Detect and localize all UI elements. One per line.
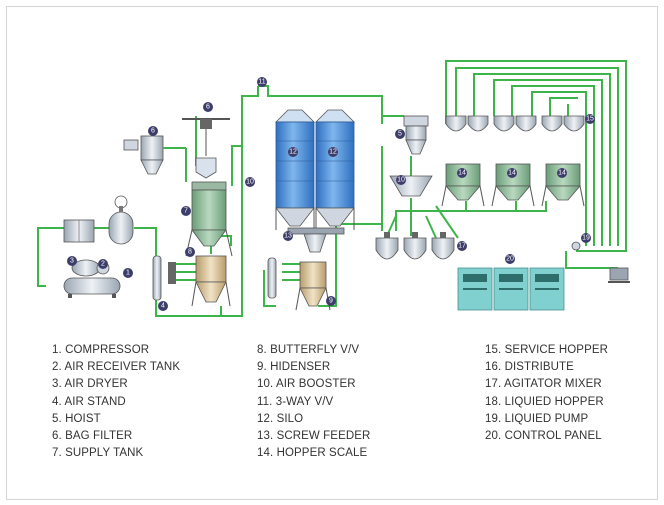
svg-text:6: 6 bbox=[206, 104, 210, 111]
legend-item: 14. HOPPER SCALE bbox=[257, 447, 368, 460]
svg-text:5: 5 bbox=[398, 131, 402, 138]
svg-text:14: 14 bbox=[558, 170, 566, 177]
marker-3: 3 bbox=[67, 256, 77, 266]
service-hoppers bbox=[445, 115, 585, 132]
marker-9: 9 bbox=[326, 296, 336, 306]
marker-2: 2 bbox=[98, 259, 108, 269]
svg-text:2: 2 bbox=[101, 261, 105, 268]
svg-text:12: 12 bbox=[329, 149, 337, 156]
svg-text:17: 17 bbox=[458, 243, 466, 250]
legend-item: 4. AIR STAND bbox=[52, 395, 126, 408]
legend-item: 13. SCREW FEEDER bbox=[257, 430, 371, 443]
svg-text:7: 7 bbox=[184, 208, 188, 215]
legend-item: 9. HIDENSER bbox=[257, 361, 331, 374]
silo-left bbox=[275, 109, 315, 230]
marker-6b: 6 bbox=[148, 126, 158, 136]
legend-item: 11. 3-WAY V/V bbox=[257, 395, 334, 408]
legend-column-2: 8. BUTTERFLY V/V 9. HIDENSER 10. AIR BOO… bbox=[257, 342, 370, 462]
marker-5: 5 bbox=[395, 129, 405, 139]
liquid-pump bbox=[571, 241, 630, 283]
legend-column-1: 1. COMPRESSOR 2. AIR RECEIVER TANK 3. AI… bbox=[52, 342, 180, 462]
svg-text:19: 19 bbox=[582, 235, 590, 242]
legend-item: 5. HOIST bbox=[52, 412, 101, 425]
marker-14c: 14 bbox=[557, 168, 567, 178]
marker-6a: 6 bbox=[203, 102, 213, 112]
svg-text:13: 13 bbox=[284, 233, 292, 240]
silo-right bbox=[315, 109, 355, 230]
hidenser-right bbox=[267, 257, 331, 311]
legend-item: 15. SERVICE HOPPER bbox=[485, 344, 609, 356]
marker-13: 13 bbox=[283, 231, 293, 241]
svg-text:12: 12 bbox=[289, 149, 297, 156]
supply-tank bbox=[185, 181, 233, 257]
legend-item: 18. LIQUIED HOPPER bbox=[485, 395, 604, 408]
svg-text:6: 6 bbox=[151, 128, 155, 135]
legend-item: 12. SILO bbox=[257, 412, 304, 425]
marker-7: 7 bbox=[181, 206, 191, 216]
marker-8: 8 bbox=[185, 247, 195, 257]
marker-17: 17 bbox=[457, 241, 467, 251]
legend-item: 7. SUPPLY TANK bbox=[52, 447, 144, 460]
marker-14a: 14 bbox=[457, 168, 467, 178]
marker-10b: 10 bbox=[396, 175, 406, 185]
marker-20: 20 bbox=[505, 254, 515, 264]
svg-text:1: 1 bbox=[126, 270, 130, 277]
marker-11: 11 bbox=[257, 77, 267, 87]
control-panel bbox=[457, 267, 565, 311]
legend-item: 8. BUTTERFLY V/V bbox=[257, 344, 360, 356]
svg-text:8: 8 bbox=[188, 249, 192, 256]
svg-text:9: 9 bbox=[329, 298, 333, 305]
legend-item: 16. DISTRIBUTE bbox=[485, 361, 574, 374]
agitator-mixers bbox=[375, 232, 455, 260]
legend-item: 10. AIR BOOSTER bbox=[257, 378, 356, 391]
bag-filter-left bbox=[123, 135, 187, 182]
diagram-frame bbox=[6, 6, 658, 500]
number-markers: 1 2 3 4 5 6 6 7 8 9 10 10 11 12 12 13 14… bbox=[67, 77, 595, 311]
legend-item: 20. CONTROL PANEL bbox=[485, 430, 602, 443]
marker-1: 1 bbox=[123, 268, 133, 278]
hidenser-left bbox=[191, 255, 231, 307]
legend-item: 3. AIR DRYER bbox=[52, 378, 128, 391]
svg-text:10: 10 bbox=[246, 179, 254, 186]
marker-12b: 12 bbox=[328, 147, 338, 157]
air-stand bbox=[152, 255, 176, 301]
svg-text:4: 4 bbox=[161, 303, 165, 310]
legend-item: 1. COMPRESSOR bbox=[52, 344, 150, 356]
svg-text:14: 14 bbox=[508, 170, 516, 177]
svg-text:15: 15 bbox=[586, 116, 594, 123]
legend-item: 2. AIR RECEIVER TANK bbox=[52, 361, 181, 374]
svg-text:3: 3 bbox=[70, 258, 74, 265]
legend-item: 17. AGITATOR MIXER bbox=[485, 378, 602, 391]
hoist bbox=[182, 118, 230, 179]
svg-text:10: 10 bbox=[397, 177, 405, 184]
marker-12a: 12 bbox=[288, 147, 298, 157]
marker-19: 19 bbox=[581, 233, 591, 243]
process-flow-diagram: 1 2 3 4 5 6 6 7 8 9 10 10 11 12 12 13 14… bbox=[37, 60, 630, 317]
svg-text:11: 11 bbox=[258, 79, 265, 86]
marker-10a: 10 bbox=[245, 177, 255, 187]
marker-4: 4 bbox=[158, 301, 168, 311]
screw-feeder bbox=[287, 227, 345, 253]
legend-column-3: 15. SERVICE HOPPER 16. DISTRIBUTE 17. AG… bbox=[485, 342, 608, 445]
marker-14b: 14 bbox=[507, 168, 517, 178]
legend-item: 6. BAG FILTER bbox=[52, 430, 133, 443]
marker-15: 15 bbox=[585, 114, 595, 124]
compressor bbox=[63, 259, 121, 298]
air-receiver-tank bbox=[108, 195, 134, 245]
pipe-network bbox=[37, 60, 627, 317]
bag-filter-right bbox=[403, 115, 429, 155]
svg-text:20: 20 bbox=[506, 256, 514, 263]
svg-text:14: 14 bbox=[458, 170, 466, 177]
legend-item: 19. LIQUIED PUMP bbox=[485, 412, 589, 425]
air-dryer bbox=[63, 219, 95, 243]
